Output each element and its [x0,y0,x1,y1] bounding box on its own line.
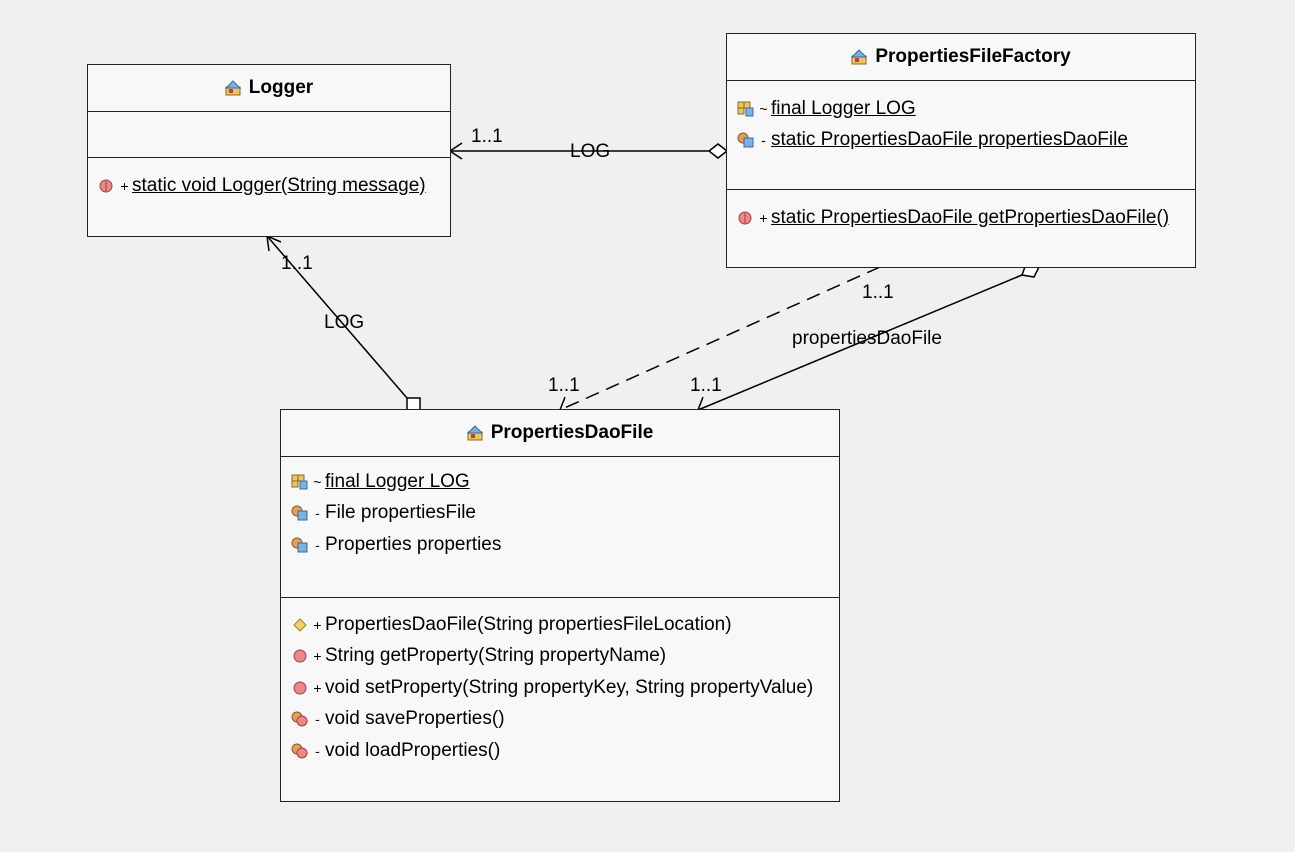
multiplicity-label: 1..1 [548,375,580,396]
operation-row[interactable]: + PropertiesDaoFile(String propertiesFil… [281,609,839,641]
attribute-row[interactable]: - File propertiesFile [281,498,839,530]
package-field-icon [291,474,308,490]
constructor-icon [293,618,307,632]
attribute-signature: final Logger LOG [771,97,916,119]
visibility-marker: + [120,177,129,194]
association-name-label: LOG [570,141,611,162]
public-method-icon [293,681,307,695]
visibility-marker: + [313,616,322,633]
attribute-row[interactable]: ~ final Logger LOG [727,93,1195,125]
attribute-row[interactable]: - Properties properties [281,529,839,561]
attribute-row[interactable]: ~ final Logger LOG [281,466,839,498]
public-method-icon [738,211,752,225]
attribute-signature: final Logger LOG [325,470,470,492]
visibility-marker: + [759,209,768,226]
private-method-icon [291,743,308,759]
operation-signature: void loadProperties() [325,739,501,761]
attributes-compartment: ~ final Logger LOG - static PropertiesDa… [727,81,1195,190]
class-name: PropertiesFileFactory [875,46,1071,67]
aggregation-diamond-icon [707,143,729,159]
class-header: PropertiesFileFactory [727,34,1195,81]
operation-row[interactable]: + void setProperty(String propertyKey, S… [281,672,839,704]
visibility-marker: - [315,505,320,522]
attribute-signature: static PropertiesDaoFile propertiesDaoFi… [771,129,1128,151]
operation-row[interactable]: + String getProperty(String propertyName… [281,641,839,673]
operations-compartment: + static void Logger(String message) [88,158,450,236]
multiplicity-label: 1..1 [690,375,722,396]
visibility-marker: + [313,648,322,665]
package-field-icon [737,101,754,117]
operations-compartment: + static PropertiesDaoFile getProperties… [727,190,1195,266]
attribute-signature: File propertiesFile [325,502,476,524]
visibility-marker: - [315,742,320,759]
operation-row[interactable]: + static PropertiesDaoFile getProperties… [727,202,1195,234]
class-header: Logger [88,65,450,112]
class-name: Logger [248,77,314,98]
class-name: PropertiesDaoFile [490,422,654,443]
class-box-logger[interactable]: Logger + static void Logger(String messa… [87,64,451,237]
class-icon [466,425,483,441]
visibility-marker: - [761,132,766,149]
multiplicity-label: 1..1 [862,282,894,303]
public-method-icon [99,179,113,193]
operations-compartment: + PropertiesDaoFile(String propertiesFil… [281,598,839,801]
association-line-dao-logger[interactable] [266,235,408,399]
private-field-icon [291,537,308,553]
class-icon [224,80,242,96]
private-method-icon [291,711,308,727]
operation-signature: static PropertiesDaoFile getPropertiesDa… [771,206,1170,228]
visibility-marker: ~ [313,473,322,490]
visibility-marker: - [315,536,320,553]
visibility-marker: + [313,679,322,696]
attributes-compartment [88,112,450,158]
operation-row[interactable]: - void loadProperties() [281,735,839,767]
attribute-row[interactable]: - static PropertiesDaoFile propertiesDao… [727,125,1195,157]
association-name-label: propertiesDaoFile [792,328,942,349]
attributes-compartment: ~ final Logger LOG - File propertiesFile… [281,457,839,598]
operation-signature: static void Logger(String message) [132,174,426,196]
operation-signature: String getProperty(String propertyName) [325,645,667,667]
public-method-icon [293,649,307,663]
attribute-signature: Properties properties [325,533,502,555]
operation-row[interactable]: - void saveProperties() [281,704,839,736]
class-header: PropertiesDaoFile [281,410,839,457]
operation-row[interactable]: + static void Logger(String message) [88,170,450,202]
multiplicity-label: 1..1 [281,253,313,274]
private-field-icon [291,505,308,521]
visibility-marker: - [315,711,320,728]
operation-signature: PropertiesDaoFile(String propertiesFileL… [325,613,732,635]
multiplicity-label: 1..1 [471,126,503,147]
operation-signature: void saveProperties() [325,708,505,730]
class-icon [851,49,868,65]
association-line-factory-dao[interactable] [697,274,1023,411]
dependency-line-factory-dao[interactable] [559,266,881,411]
class-box-propertiesdaofile[interactable]: PropertiesDaoFile ~ final Logger LOG - F… [280,409,840,802]
private-field-icon [737,132,754,148]
association-name-label: LOG [324,312,365,333]
class-box-propertiesfilefactory[interactable]: PropertiesFileFactory ~ final Logger LOG… [726,33,1196,268]
visibility-marker: ~ [759,100,768,117]
operation-signature: void setProperty(String propertyKey, Str… [325,676,814,698]
